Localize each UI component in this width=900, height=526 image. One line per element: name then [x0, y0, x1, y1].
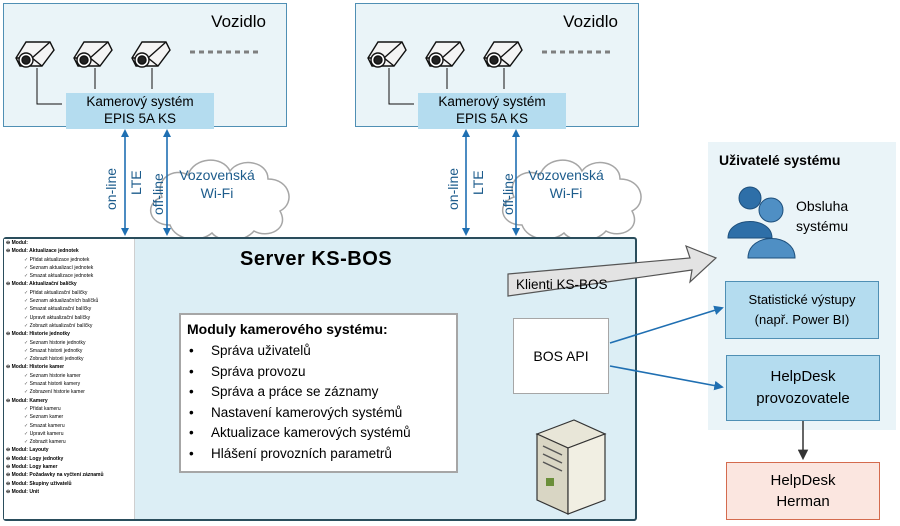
- helpdesk-herman-box: HelpDesk Herman: [726, 462, 880, 520]
- module-tree-item: Seznam historie kamer: [4, 372, 134, 380]
- module-tree-item: Zobrazit aktualizační balíčky: [4, 322, 134, 330]
- module-tree-item: Smazat kameru: [4, 422, 134, 430]
- statistics-line2: (např. Power BI): [754, 312, 850, 327]
- module-tree-item: Zobrazit kameru: [4, 438, 134, 446]
- module-tree-item: Zobrazení historie kamer: [4, 388, 134, 396]
- clients-arrow: [507, 244, 718, 297]
- module-tree-head: Modul: Layouty: [4, 446, 134, 454]
- operators-line1: Obsluha: [796, 198, 849, 214]
- modules-list: Správa uživatelů Správa provozu Správa a…: [181, 341, 456, 464]
- wifi-label: Vozovenská Wi-Fi: [521, 166, 611, 202]
- module-tree-item: Přidat kameru: [4, 405, 134, 413]
- module-item: Nastavení kamerových systémů: [189, 403, 456, 424]
- camera-model-label: EPIS 5A KS: [103, 111, 177, 126]
- module-tree-head: Modul: Kamery: [4, 397, 134, 405]
- module-tree-screenshot: Modul:Modul: Aktualizace jednotekPřidat …: [4, 239, 135, 519]
- wifi-label-line2: Wi-Fi: [549, 185, 583, 201]
- vehicle-title: Vozidlo: [563, 12, 618, 31]
- operators-label: Obsluha systému: [796, 196, 848, 236]
- module-tree-item: Upravit kameru: [4, 430, 134, 438]
- module-tree-item: Smazat aktualizace jednotek: [4, 272, 134, 280]
- vehicle-panel-1: Vozidlo Kamerový systém EPIS 5A KS: [3, 3, 287, 129]
- module-tree-head: Modul: Unit: [4, 488, 134, 496]
- module-tree-head: Modul: Požadavky na vyčtení záznamů: [4, 471, 134, 479]
- statistics-line1: Statistické výstupy: [748, 292, 856, 307]
- bos-api-box: BOS API: [513, 318, 609, 394]
- module-tree-item: Upravit aktualizační balíčky: [4, 314, 134, 322]
- server-icon: [535, 419, 607, 515]
- statistics-box: Statistické výstupy (např. Power BI): [725, 281, 879, 339]
- wifi-label-line1: Vozovenská: [528, 167, 604, 183]
- helpdesk-operator-box: HelpDesk provozovatele: [726, 355, 880, 421]
- module-item: Aktualizace kamerových systémů: [189, 423, 456, 444]
- module-tree-item: Smazat historii kamery: [4, 380, 134, 388]
- module-tree-head: Modul: Skupiny uživatelů: [4, 480, 134, 488]
- modules-title: Moduly kamerového systému:: [187, 321, 388, 337]
- operators-line2: systému: [796, 218, 849, 234]
- module-tree-head: Modul: Logy jednotky: [4, 455, 134, 463]
- modules-box: Moduly kamerového systému: Správa uživat…: [179, 313, 458, 473]
- helpdesk-line2: provozovatele: [756, 390, 850, 407]
- module-tree-item: Přidat aktualizace jednotek: [4, 256, 134, 264]
- module-tree-head: Modul:: [4, 239, 134, 247]
- wifi-label-line1: Vozovenská: [179, 167, 255, 183]
- users-icon: [727, 186, 796, 259]
- herman-line2: Herman: [776, 493, 830, 510]
- module-tree-item: Smazat aktualizační balíčky: [4, 305, 134, 313]
- module-tree-head: Modul: Historie kamer: [4, 363, 134, 371]
- module-tree-head: Modul: Logy kamer: [4, 463, 134, 471]
- module-tree-item: Seznam kamer: [4, 413, 134, 421]
- module-item: Hlášení provozních parametrů: [189, 444, 456, 465]
- wifi-label-line2: Wi-Fi: [200, 185, 234, 201]
- camera-system-box: Kamerový systém EPIS 5A KS: [66, 93, 214, 129]
- users-title: Uživatelé systému: [719, 152, 841, 168]
- module-tree-head: Modul: Historie jednotky: [4, 330, 134, 338]
- camera-system-box: Kamerový systém EPIS 5A KS: [418, 93, 566, 129]
- module-tree-item: Seznam historie jednotky: [4, 339, 134, 347]
- vehicle-title: Vozidlo: [211, 12, 266, 31]
- herman-line1: HelpDesk: [770, 472, 836, 489]
- wifi-label: Vozovenská Wi-Fi: [172, 166, 262, 202]
- module-item: Správa uživatelů: [189, 341, 456, 362]
- module-tree-item: Seznam aktualizací jednotek: [4, 264, 134, 272]
- camera-model-label: EPIS 5A KS: [455, 111, 529, 126]
- module-item: Správa provozu: [189, 362, 456, 383]
- module-tree-item: Zobrazit historii jednotky: [4, 355, 134, 363]
- module-tree-item: Smazat historii jednotky: [4, 347, 134, 355]
- camera-system-label: Kamerový systém: [86, 94, 194, 109]
- camera-system-label: Kamerový systém: [438, 94, 546, 109]
- helpdesk-line1: HelpDesk: [770, 368, 836, 385]
- server-title: Server KS-BOS: [240, 248, 393, 270]
- module-tree-item: Seznam aktualizačních balíčků: [4, 297, 134, 305]
- module-tree-item: Přidat aktualizační balíčky: [4, 289, 134, 297]
- module-item: Správa a práce se záznamy: [189, 382, 456, 403]
- module-tree-head: Modul: Aktualizace jednotek: [4, 247, 134, 255]
- module-tree-head: Modul: Aktualizační balíčky: [4, 280, 134, 288]
- clients-label: Klienti KS-BOS: [516, 277, 608, 292]
